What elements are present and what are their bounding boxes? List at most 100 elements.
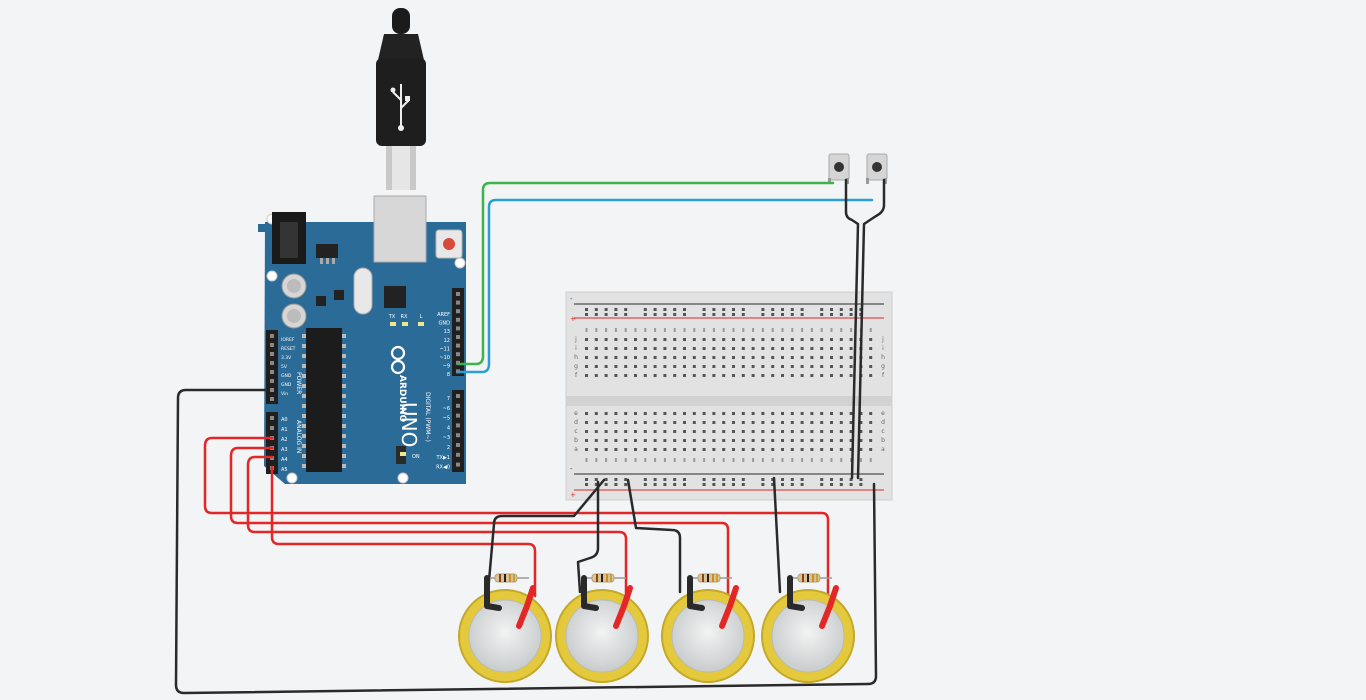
digital-pin-label-14: TX▶1	[435, 455, 450, 461]
wire-black-gnd-2[interactable]	[576, 480, 600, 594]
arduino-logo-icon	[390, 345, 406, 375]
analog-pin-label-1: A1	[281, 427, 288, 433]
wire-black-gnd-4[interactable]	[772, 476, 782, 594]
piezo-black-lead-2[interactable]	[581, 575, 599, 611]
row-letter-left-top-3: g	[574, 363, 578, 370]
analog-pin-label-3: A3	[281, 447, 288, 453]
uno-model-label: UNO	[397, 402, 421, 447]
atmega-chip	[306, 328, 342, 472]
l-label: L	[420, 314, 423, 320]
digital-pin-label-1: GND	[439, 321, 451, 327]
row-letter-left-top-0: j	[574, 336, 577, 343]
piezo-red-lead-3[interactable]	[719, 585, 739, 629]
arduino-brand: ARDUINO	[397, 375, 407, 423]
piezo-red-lead-4[interactable]	[819, 585, 839, 629]
piezo-red-lead-2[interactable]	[613, 585, 633, 629]
analog-label: ANALOG IN	[295, 420, 302, 453]
wire-black-gnd-3[interactable]	[626, 478, 682, 594]
resistor-2[interactable]	[582, 573, 626, 583]
reset-button[interactable]	[435, 229, 463, 259]
wire-red-a2[interactable]	[203, 436, 830, 598]
row-letter-left-bottom-4: a	[574, 446, 578, 453]
resistor-3[interactable]	[688, 573, 732, 583]
row-letter-left-bottom-1: d	[574, 419, 578, 426]
piezo-buzzer-4[interactable]	[761, 589, 855, 683]
power-pin-label-5: GND	[281, 382, 292, 388]
row-letter-left-top-1: i	[575, 345, 577, 352]
piezo-buzzer-1[interactable]	[458, 589, 552, 683]
rail-plus-top: +	[570, 315, 576, 323]
resistor-1[interactable]	[485, 573, 529, 583]
digital-pin-label-7: 8	[447, 372, 450, 378]
led-tx	[390, 322, 396, 326]
tx-label: TX	[388, 314, 396, 320]
row-letter-right-top-1: i	[882, 345, 884, 352]
piezo-black-lead-3[interactable]	[687, 575, 705, 611]
analog-pin-label-2: A2	[281, 437, 288, 443]
power-pin-label-0: IOREF	[281, 337, 295, 343]
wire-black-button2[interactable]	[856, 178, 886, 480]
digital-pin-label-6: ~9	[443, 364, 450, 370]
arduino-uno-board[interactable]: TX RX L ON ARDUINO UNO DIGITAL (PWM~) PO…	[258, 195, 466, 484]
row-letter-left-bottom-3: b	[574, 437, 578, 444]
piezo-buzzer-3[interactable]	[661, 589, 755, 683]
piezo-group[interactable]	[458, 573, 855, 683]
digital-pin-label-15: RX◀0	[436, 465, 450, 471]
led-on	[400, 452, 406, 456]
push-button-2[interactable]	[866, 153, 888, 184]
analog-header	[266, 412, 278, 474]
wires[interactable]	[174, 178, 886, 695]
digital-pin-label-10: ~5	[443, 416, 450, 422]
analog-pin-label-4: A4	[281, 457, 288, 463]
digital-pin-label-8: 7	[447, 396, 450, 402]
resistor-4[interactable]	[788, 573, 832, 583]
wire-black-gnd-1[interactable]	[486, 478, 606, 594]
wire-green-pin10[interactable]	[456, 181, 835, 366]
on-label: ON	[412, 454, 420, 460]
led-l	[418, 322, 424, 326]
analog-pin-label-0: A0	[281, 417, 288, 423]
wire-red-a4[interactable]	[246, 455, 628, 598]
rail-minus-bottom: -	[570, 465, 573, 473]
digital-pin-label-13: 2	[447, 445, 450, 451]
power-header	[266, 330, 278, 404]
wire-blue-pin9[interactable]	[456, 198, 874, 374]
rx-label: RX	[401, 314, 408, 320]
piezo-black-lead-4[interactable]	[787, 575, 805, 611]
digital-pin-label-3: 12	[444, 338, 450, 344]
power-pin-label-2: 3.3V	[281, 355, 292, 361]
digital-pin-label-9: ~6	[443, 406, 450, 412]
row-letter-right-bottom-3: b	[881, 437, 885, 444]
row-letter-right-top-3: g	[881, 363, 885, 370]
wire-red-a3[interactable]	[229, 446, 730, 598]
digital-header-bottom	[452, 390, 464, 472]
digital-pin-label-11: 4	[447, 425, 450, 431]
piezo-black-lead-1[interactable]	[484, 575, 502, 611]
power-pin-label-1: RESET	[281, 346, 296, 352]
piezo-buzzer-2[interactable]	[555, 589, 649, 683]
row-letter-right-top-2: h	[881, 354, 885, 361]
row-letter-right-top-0: j	[881, 336, 884, 343]
digital-label: DIGITAL (PWM~)	[424, 392, 431, 442]
digital-pin-label-4: ~11	[439, 346, 450, 352]
wire-red-a5[interactable]	[270, 465, 537, 598]
piezo-red-lead-1[interactable]	[516, 585, 536, 629]
row-letter-left-top-4: f	[575, 372, 578, 379]
power-pin-label-4: GND	[281, 373, 292, 379]
push-button-1[interactable]	[828, 153, 850, 184]
power-pin-label-3: 5V	[281, 364, 288, 370]
row-letter-right-bottom-0: e	[881, 410, 885, 417]
rail-plus-bottom: +	[570, 491, 576, 499]
digital-pin-label-5: ~10	[439, 355, 450, 361]
row-letter-right-top-4: f	[882, 372, 885, 379]
led-rx	[402, 322, 408, 326]
wire-black-button1[interactable]	[844, 178, 860, 480]
digital-header-top	[452, 288, 464, 376]
wire-black-gnd-loop[interactable]	[174, 388, 878, 695]
usb-icon	[390, 84, 410, 131]
digital-pin-label-2: 13	[444, 329, 450, 335]
power-pin-label-6: Vin	[281, 391, 288, 397]
power-label: POWER	[295, 372, 302, 394]
